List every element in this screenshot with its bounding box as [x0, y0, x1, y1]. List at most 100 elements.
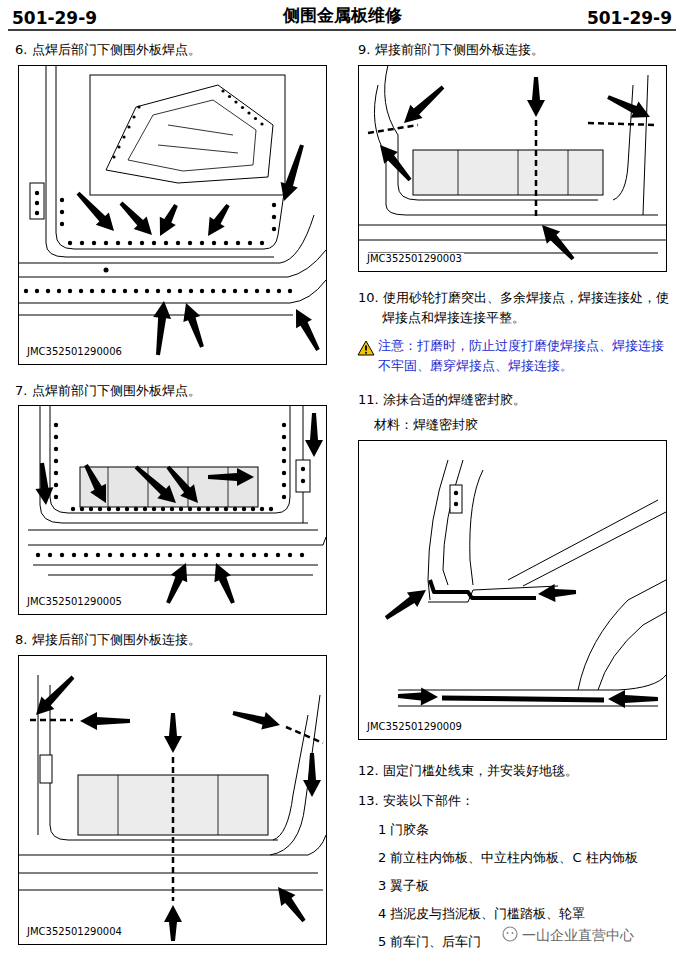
weld-spot	[240, 553, 244, 557]
list-item: 5 前车门、后车门	[378, 932, 481, 952]
weld-spot	[35, 211, 39, 215]
weld-spot	[108, 553, 112, 557]
warning-icon	[365, 352, 367, 354]
weld-spot	[137, 105, 140, 108]
pointer-arrow	[305, 413, 323, 457]
body-line	[40, 405, 308, 523]
caution-note: 注意：打磨时，防止过度打磨使焊接点、焊接连接不牢固、磨穿焊接点、焊接连接。	[378, 336, 670, 376]
pointer-arrow	[153, 301, 171, 355]
weld-spot	[46, 289, 50, 293]
figure-frame: JMC352501290004	[18, 655, 327, 945]
step-text: 12. 固定门槛处线束，并安装好地毯。	[358, 761, 578, 781]
weld-spot	[128, 241, 132, 245]
body-line	[56, 65, 284, 249]
weld-spot	[244, 289, 248, 293]
weld-spot	[54, 447, 58, 451]
panel-part	[30, 183, 44, 219]
weld-spot	[71, 507, 75, 511]
weld-spot	[134, 289, 138, 293]
weld-spot	[454, 491, 458, 495]
weld-spot	[188, 241, 192, 245]
pointer-arrow	[233, 711, 280, 729]
weld-spot	[167, 289, 171, 293]
weld-spot	[132, 115, 135, 118]
weld-spot	[178, 289, 182, 293]
weld-spot	[54, 471, 58, 475]
weld-spot	[282, 423, 286, 427]
weld-spot	[60, 198, 64, 202]
figure-id: JMC352501290004	[25, 926, 124, 938]
panel-part	[40, 755, 52, 783]
weld-spot	[152, 507, 156, 511]
weld-spot	[282, 459, 286, 463]
weld-spot	[264, 553, 268, 557]
weld-spot	[221, 89, 224, 92]
weld-spot	[104, 241, 108, 245]
figure-id: JMC352501290003	[365, 253, 464, 265]
pointer-arrow	[208, 468, 254, 486]
weld-spot	[276, 553, 280, 557]
weld-spot	[24, 289, 28, 293]
body-line	[398, 706, 658, 707]
weld-spot	[145, 289, 149, 293]
material-note: 材料：焊缝密封胶	[374, 415, 478, 435]
pointer-arrow	[166, 563, 187, 604]
cut-line	[535, 120, 538, 217]
body-line	[358, 225, 666, 226]
figure-art	[358, 65, 666, 260]
pointer-arrow	[214, 563, 234, 604]
weld-spot	[204, 553, 208, 557]
weld-spot	[248, 241, 252, 245]
weld-spot	[68, 241, 72, 245]
weld-spot	[134, 507, 138, 511]
panel-part	[450, 485, 462, 513]
figure-id: JMC352501290009	[365, 721, 464, 733]
sealant-bead	[442, 698, 604, 700]
weld-spot	[212, 241, 216, 245]
cut-line	[30, 719, 73, 722]
weld-spot	[300, 553, 304, 557]
weld-spot	[144, 553, 148, 557]
weld-spot	[197, 507, 201, 511]
watermark: 一山企业直营中心	[522, 925, 634, 947]
weld-spot	[272, 203, 276, 207]
weld-spot	[288, 553, 292, 557]
weld-spot	[96, 553, 100, 557]
weld-spot	[454, 502, 458, 506]
weld-spot	[104, 268, 109, 273]
pointer-arrow	[296, 309, 320, 351]
step-text: 6. 点焊后部门下侧围外板焊点。	[15, 40, 201, 60]
warning-icon	[358, 341, 374, 355]
pointer-arrow	[542, 225, 574, 260]
weld-spot	[60, 222, 64, 226]
body-line	[523, 512, 666, 586]
pointer-arrow	[208, 204, 230, 236]
pointer-arrow	[164, 905, 182, 941]
weld-spot	[89, 507, 93, 511]
figure-art	[358, 341, 374, 355]
pointer-arrow	[35, 463, 53, 505]
weld-spot	[84, 553, 88, 557]
weld-spot	[260, 241, 264, 245]
pointer-arrow	[84, 464, 106, 503]
page-title: 侧围金属板维修	[283, 4, 402, 27]
figure-art	[385, 460, 666, 708]
weld-spot	[101, 289, 105, 293]
pointer-arrow	[80, 712, 130, 730]
figure-frame: JMC352501290009	[358, 440, 667, 740]
weld-spot	[255, 289, 259, 293]
pointer-arrow	[77, 192, 114, 231]
pointer-arrow	[278, 887, 306, 922]
weld-spot	[54, 495, 58, 499]
weld-spot	[60, 210, 64, 214]
body-line	[50, 405, 290, 513]
weld-spot	[233, 289, 237, 293]
weld-spot	[92, 241, 96, 245]
weld-spot	[79, 289, 83, 293]
body-line	[643, 75, 648, 215]
body-line	[18, 250, 326, 277]
weld-spot	[234, 100, 237, 103]
weld-spot	[143, 507, 147, 511]
part-outline	[458, 150, 568, 195]
